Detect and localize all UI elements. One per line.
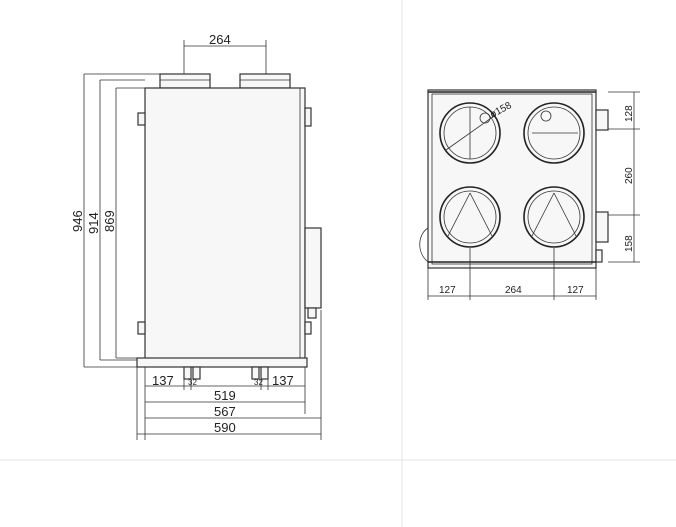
top-outer-frame <box>427 89 597 269</box>
dim-bottom-right: 127 <box>567 285 584 296</box>
duct-bottom-left <box>439 186 501 248</box>
dim-left-offset: 137 <box>152 373 174 388</box>
dim-right-mid: 260 <box>624 167 635 184</box>
duct-top-right <box>523 102 585 164</box>
dim-width-b: 567 <box>214 404 236 419</box>
latch-bottom-left <box>137 321 146 335</box>
side-view: 264 946 914 869 137 32 32 137 519 567 <box>70 32 322 440</box>
dim-right-offset: 137 <box>272 373 294 388</box>
latch-top-left <box>137 112 146 126</box>
dim-height-mid: 914 <box>86 212 101 234</box>
side-body <box>144 87 306 361</box>
duct-top-left <box>439 102 501 164</box>
leg-1 <box>183 366 192 380</box>
leg-4 <box>260 366 269 380</box>
side-base <box>136 357 308 368</box>
side-spigot-right <box>239 73 291 89</box>
latch-top-right <box>304 107 312 127</box>
top-right-flange-lower <box>595 211 609 243</box>
dim-top-spacing: 264 <box>209 32 231 47</box>
top-left-cable <box>419 227 429 263</box>
dim-height-body: 869 <box>102 210 117 232</box>
dim-width-a: 519 <box>214 388 236 403</box>
duct-bottom-right <box>523 186 585 248</box>
dim-bottom-mid: 264 <box>505 285 522 296</box>
side-control-box <box>304 227 322 309</box>
dim-bottom-left: 127 <box>439 285 456 296</box>
leg-3 <box>251 366 260 380</box>
top-view: ø158 128 260 158 127 264 127 <box>419 89 640 300</box>
side-spigot-left <box>159 73 211 89</box>
leg-2 <box>192 366 201 380</box>
dim-left-leg: 32 <box>188 378 197 387</box>
top-right-foot <box>595 249 603 263</box>
dim-height-total: 946 <box>70 210 85 232</box>
top-right-flange-upper <box>595 109 609 131</box>
dim-right-top: 128 <box>624 105 635 122</box>
control-box-gland <box>307 307 317 319</box>
latch-bottom-right <box>304 321 312 335</box>
dim-width-c: 590 <box>214 420 236 435</box>
dim-right-bottom: 158 <box>624 235 635 252</box>
dim-right-leg: 32 <box>254 378 263 387</box>
